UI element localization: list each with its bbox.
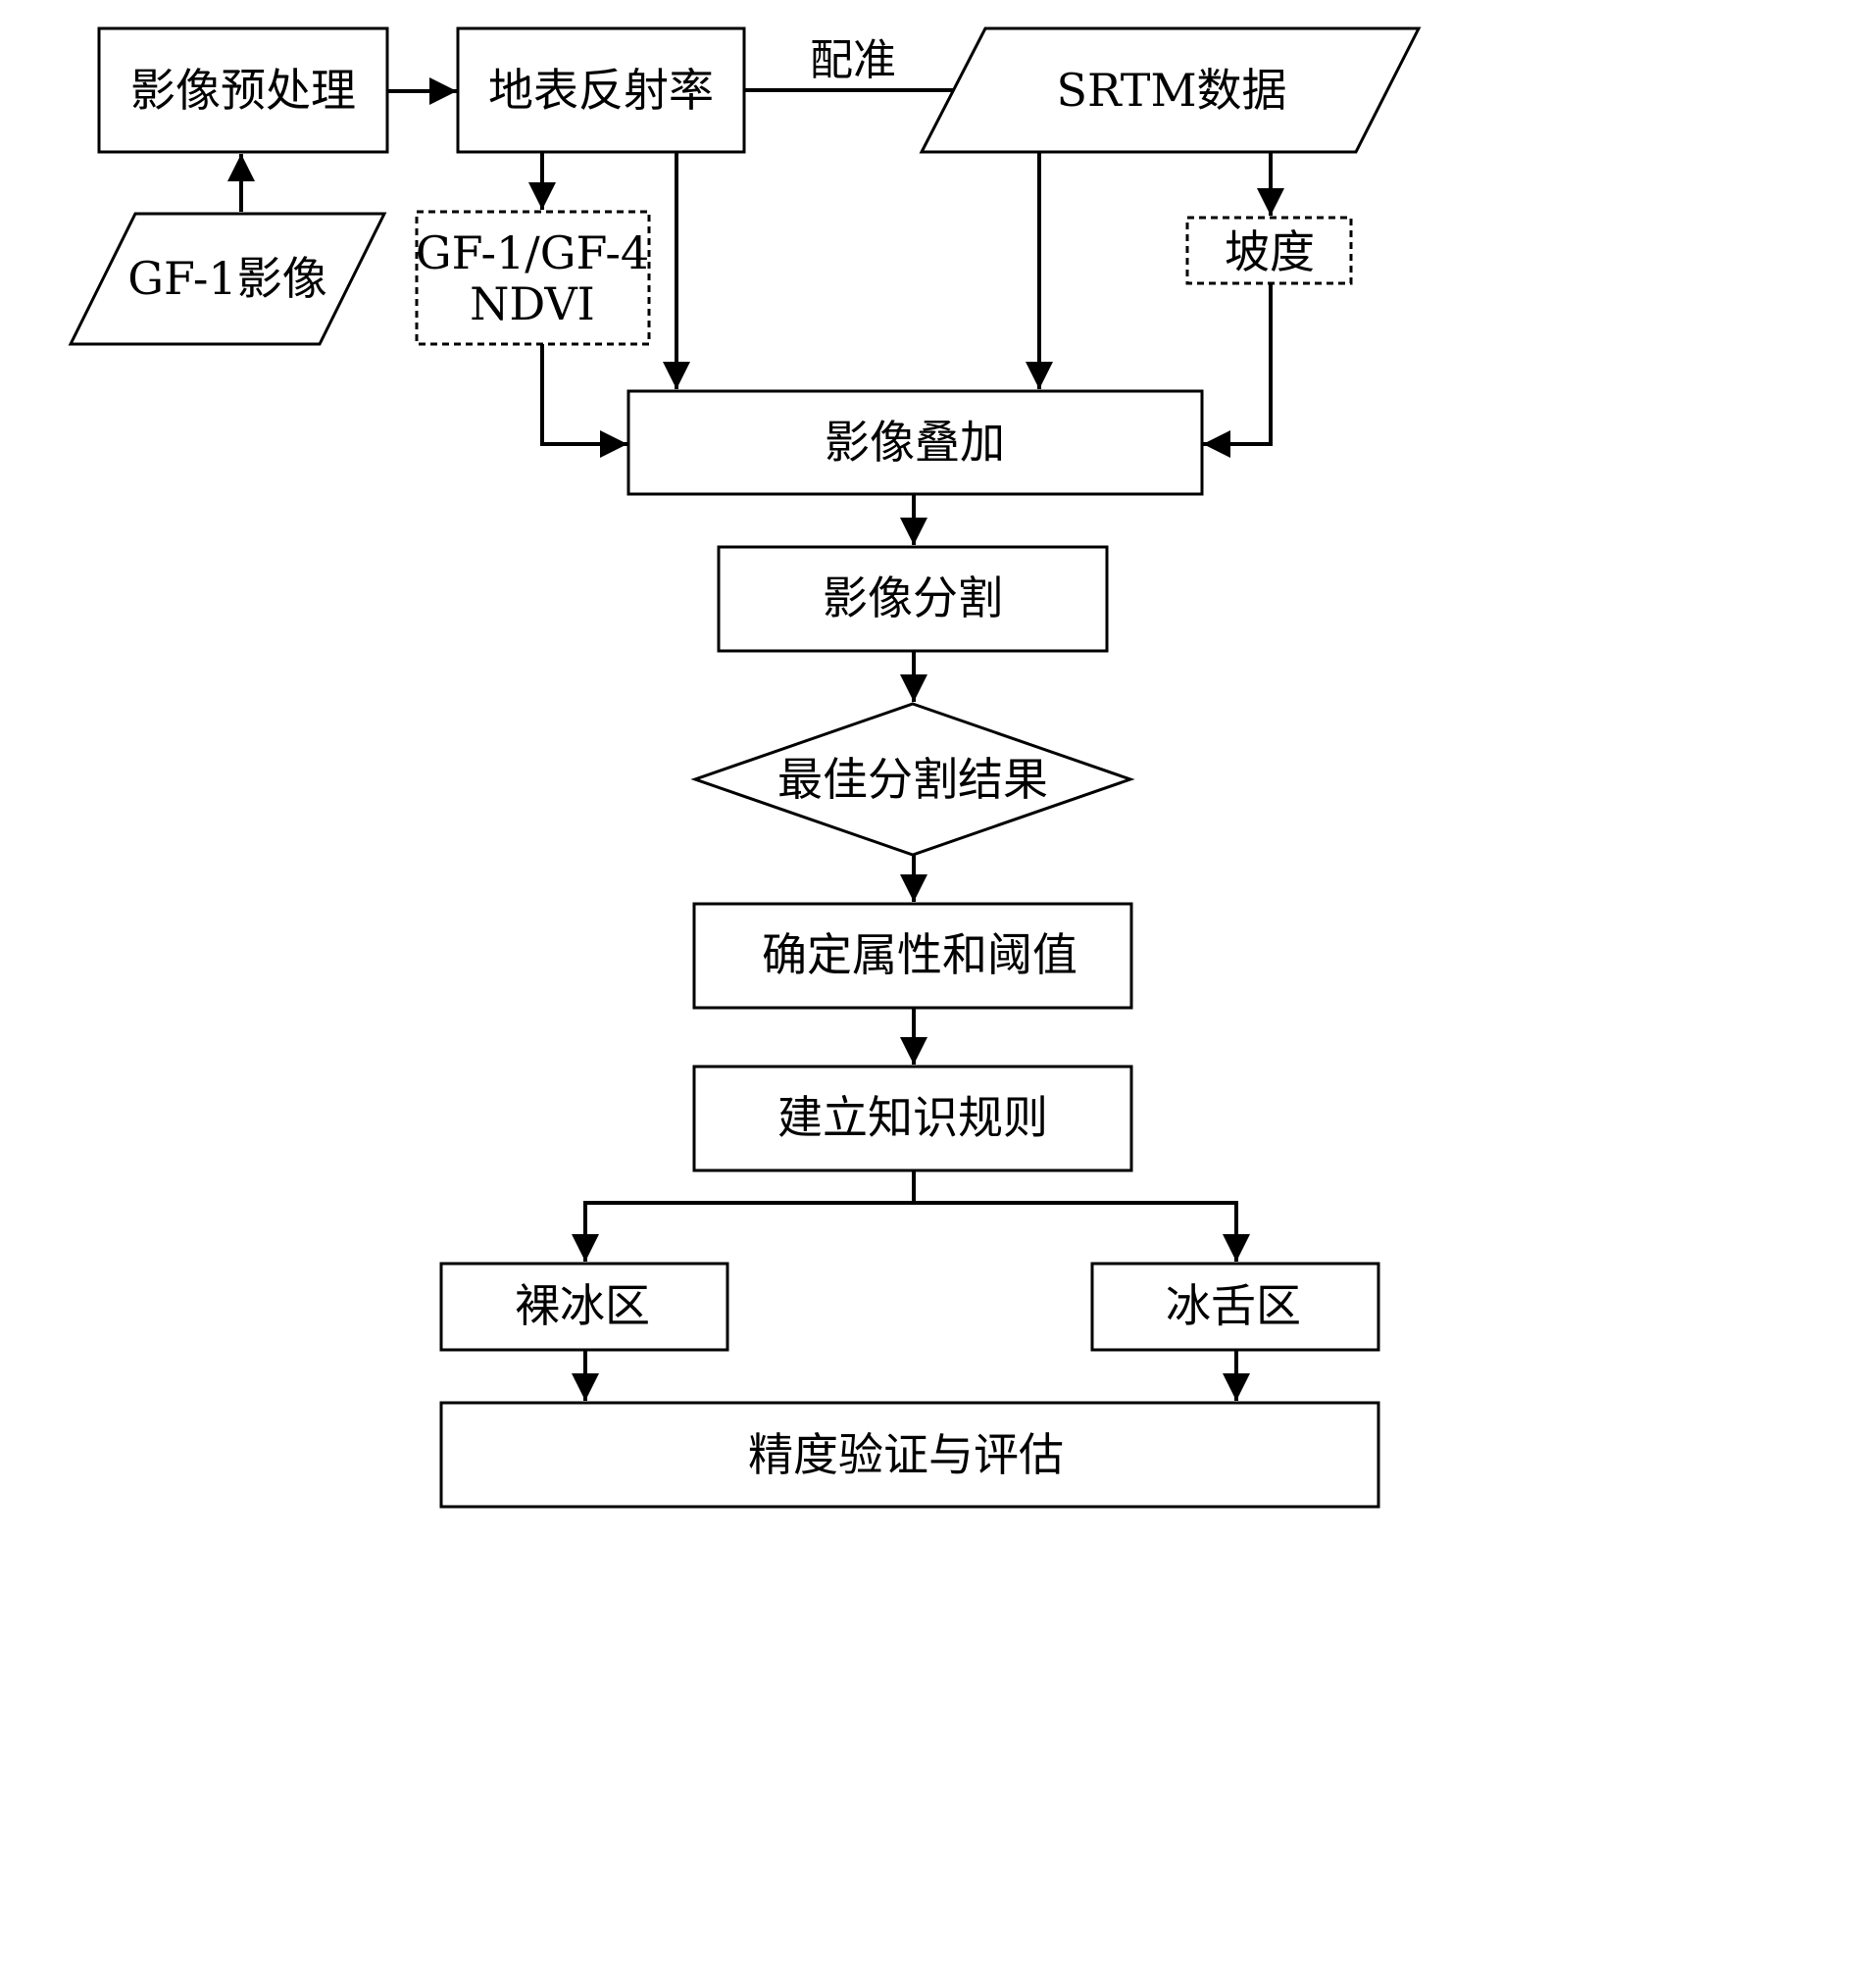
node-slope-label: 坡度 [1225, 225, 1315, 278]
node-ice-tongue-box [1090, 1262, 1380, 1352]
node-ndvi-label-line2: NDVI [470, 277, 595, 330]
node-best-segmentation-label: 最佳分割结果 [777, 753, 1048, 806]
node-best-segmentation-diamond [690, 702, 1135, 857]
node-segmentation-box [717, 545, 1109, 653]
node-overlay-box [626, 389, 1204, 496]
edge-ndvi-to-overlay [540, 344, 627, 458]
node-overlay: 影像叠加 [626, 389, 1204, 496]
node-reflectance-label: 地表反射率 [488, 64, 714, 117]
node-ndvi-label-line1: GF-1/GF-4 [416, 226, 649, 279]
edge-rules-to-bare-ice [572, 1201, 914, 1262]
node-accuracy: 精度验证与评估 [439, 1401, 1380, 1509]
node-knowledge-rules: 建立知识规则 [692, 1065, 1133, 1172]
node-attributes-threshold: 确定属性和阈值 [692, 902, 1133, 1010]
node-best-segmentation: 最佳分割结果 [690, 702, 1135, 857]
node-ice-tongue: 冰舌区 [1090, 1262, 1380, 1352]
node-bare-ice: 裸冰区 [439, 1262, 729, 1352]
node-srtm-shape [919, 26, 1422, 154]
node-segmentation: 影像分割 [717, 545, 1109, 653]
node-gf1-image-label: GF-1影像 [127, 252, 326, 305]
node-ndvi-box [415, 210, 651, 346]
node-bare-ice-box [439, 1262, 729, 1352]
node-preprocess-box [97, 26, 389, 154]
flowchart: 影像预处理 GF-1影像 地表反射率 配准 SRTM数据 GF-1/GF-4 N… [68, 26, 1422, 1509]
node-srtm-label: SRTM数据 [1056, 64, 1286, 117]
edge-label-registration: 配准 [810, 35, 896, 85]
node-gf1-image: GF-1影像 [68, 212, 387, 346]
node-reflectance-box [456, 26, 746, 154]
connectors [227, 77, 1284, 1401]
node-srtm: SRTM数据 [919, 26, 1422, 154]
node-attributes-threshold-box [692, 902, 1133, 1010]
edge-rules-to-ice-tongue [914, 1201, 1250, 1262]
node-bare-ice-label: 裸冰区 [515, 1279, 650, 1332]
node-ice-tongue-label: 冰舌区 [1166, 1279, 1301, 1332]
node-overlay-label: 影像叠加 [825, 416, 1005, 469]
node-attributes-threshold-label: 确定属性和阈值 [762, 928, 1077, 981]
node-knowledge-rules-box [692, 1065, 1133, 1172]
node-preprocess: 影像预处理 [97, 26, 389, 154]
node-slope-box [1185, 216, 1353, 285]
node-accuracy-box [439, 1401, 1380, 1509]
node-gf1-image-shape [68, 212, 387, 346]
node-preprocess-label: 影像预处理 [130, 64, 356, 117]
node-accuracy-label: 精度验证与评估 [748, 1428, 1064, 1481]
node-slope: 坡度 [1185, 216, 1353, 285]
node-ndvi: GF-1/GF-4 NDVI [415, 210, 651, 346]
node-segmentation-label: 影像分割 [823, 572, 1003, 624]
node-reflectance: 地表反射率 [456, 26, 746, 154]
edge-slope-to-overlay [1203, 283, 1273, 458]
node-knowledge-rules-label: 建立知识规则 [777, 1091, 1048, 1144]
